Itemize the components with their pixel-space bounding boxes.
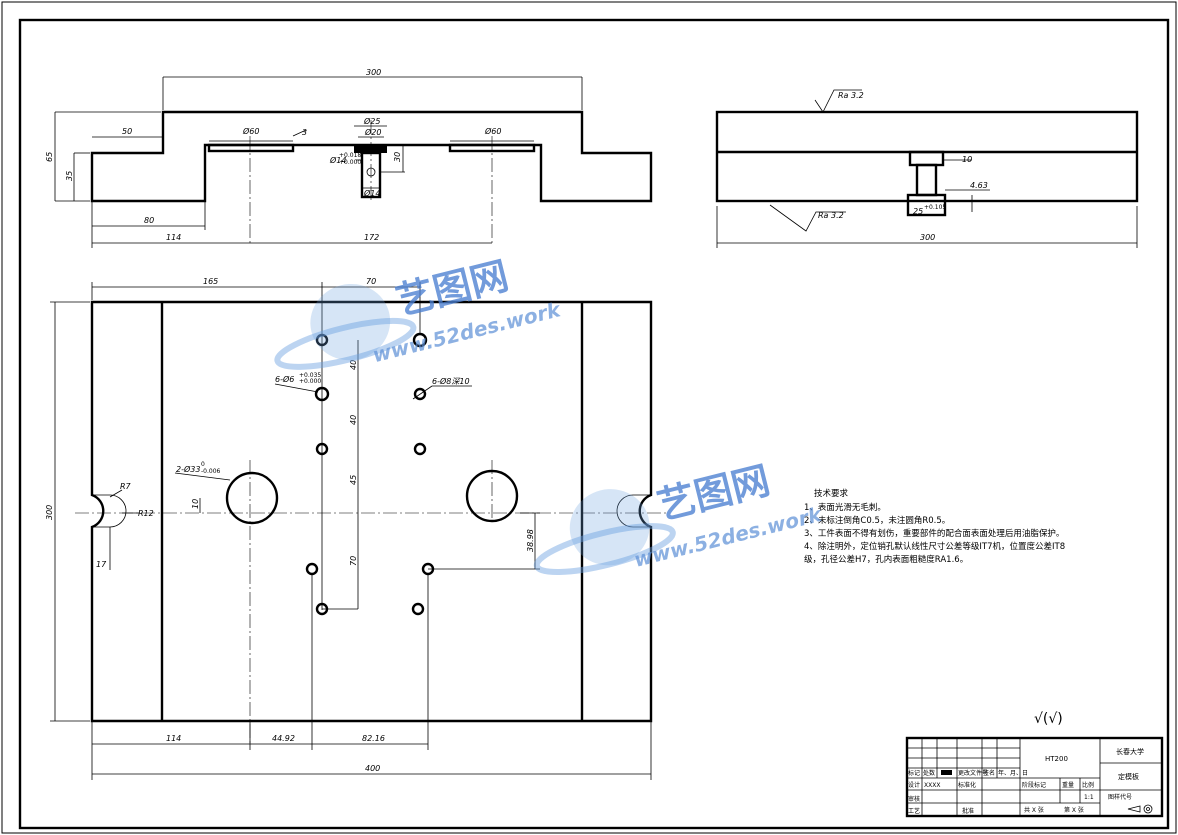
dim-pocket-left: Ø60 <box>242 126 259 136</box>
inner-frame <box>18 18 1170 830</box>
tb-stage: 阶段标记 <box>1022 781 1046 789</box>
side-dim-10: 10 <box>962 155 972 164</box>
tb-label-mark: 标记 <box>908 769 920 777</box>
dim-counterbore: Ø25 <box>363 116 380 126</box>
tb-process: 工艺 <box>908 807 920 815</box>
notes-line-4: 4、除注明外，定位销孔默认线性尺寸公差等级IT7机，位置度公差IT8 <box>804 541 1065 552</box>
dim-pocket-right: Ø60 <box>484 126 501 136</box>
dim-pin-fit-tol-upper: +0.018 <box>339 152 361 159</box>
notes-line-3: 3、工件表面不得有划伤，重要部件的配合面表面处理后用油脂保护。 <box>804 528 1064 539</box>
plan-dim-10: 10 <box>191 499 200 509</box>
plan-dim-45: 45 <box>349 475 358 485</box>
side-view: 300 Ra 3.2 Ra 3.2 10 4.63 25 +0.105 <box>715 89 1139 248</box>
tb-label-date: 年、月、日 <box>998 769 1028 777</box>
side-dim-25: 25 <box>913 207 923 216</box>
side-dim-300: 300 <box>920 233 935 242</box>
tb-designer: XXXX <box>924 782 940 789</box>
holes-spec-b: 6-Ø8深10 <box>432 376 470 386</box>
holes-spec-a-tol-lower: +0.000 <box>299 378 321 385</box>
roughness-top: Ra 3.2 <box>838 91 864 100</box>
technical-notes: 技术要求 1、表面光滑无毛刺。 2、未标注倒角C0.5，未注圆角R0.5。 3、… <box>804 488 1065 565</box>
notes-line-5: 级，孔径公差H7，孔内表面粗糙度RA1.6。 <box>804 554 968 565</box>
holes-spec-a-tol-upper: +0.035 <box>299 372 321 379</box>
tb-material: HT200 <box>1045 755 1068 763</box>
dim-172: 172 <box>364 233 379 242</box>
plan-dim-40b: 40 <box>349 415 358 425</box>
front-view: 300 65 35 50 Ø60 3 Ø60 Ø25 Ø20 Ø14 +0.01… <box>45 68 653 248</box>
plan-dim-38-98: 38.98 <box>526 529 535 552</box>
tb-sheet-no: 第 X 张 <box>1064 806 1084 814</box>
plan-dim-165: 165 <box>203 277 218 286</box>
side-dim-25-tol: +0.105 <box>924 204 946 211</box>
watermark-2: 艺图网 www.52des.work <box>533 458 826 576</box>
plan-dim-82-16: 82.16 <box>362 734 385 743</box>
notes-line-2: 2、未标注倒角C0.5，未注圆角R0.5。 <box>804 515 950 526</box>
dim-counterbore-inner: Ø20 <box>364 127 381 137</box>
tb-approve: 批准 <box>962 807 974 815</box>
dim-35: 35 <box>65 171 74 181</box>
general-roughness: √(√) <box>1034 711 1063 727</box>
plan-dim-44-92: 44.92 <box>272 734 295 743</box>
roughness-bottom: Ra 3.2 <box>818 211 844 220</box>
plan-dim-300-left: 300 <box>45 505 54 520</box>
tb-sheets: 共 X 张 <box>1024 806 1044 814</box>
big-hole-tol-lower: -0.006 <box>201 468 221 475</box>
plan-dim-40a: 40 <box>349 360 358 370</box>
dim-300-top: 300 <box>366 68 381 77</box>
plan-dim-114: 114 <box>166 734 181 743</box>
plan-dim-70-v: 70 <box>349 556 358 566</box>
tb-label-count: 处数 <box>923 769 935 777</box>
plan-r12: R12 <box>138 509 154 518</box>
tb-scale-value: 1:1 <box>1084 794 1094 801</box>
tb-scale: 比例 <box>1082 781 1094 789</box>
dim-pin-fit-tol-lower: +0.000 <box>339 159 361 166</box>
projection-symbol <box>1127 804 1153 814</box>
dim-bottom-hole: Ø14 <box>363 188 380 198</box>
plan-view: 165 70 300 40 40 45 70 10 38.98 6-Ø6 +0.… <box>45 277 668 780</box>
watermark-1: 艺图网 www.52des.work <box>274 253 564 370</box>
tb-school: 长春大学 <box>1116 747 1144 756</box>
dim-3: 3 <box>302 128 307 137</box>
big-hole-spec: 2-Ø33 <box>176 464 200 474</box>
plan-17: 17 <box>96 560 107 569</box>
side-dim-4-63: 4.63 <box>970 181 988 190</box>
tb-label-change: 更改文件号 <box>958 769 988 777</box>
tb-standard: 标准化 <box>958 781 976 789</box>
dim-80: 80 <box>144 216 154 225</box>
dim-pin-fit: Ø14 <box>329 155 346 165</box>
notes-title: 技术要求 <box>814 488 849 499</box>
tb-part-name: 定模板 <box>1118 772 1139 781</box>
big-hole-tol-upper: 0 <box>201 461 205 468</box>
title-block: 标记 处数 更改文件号 签名 年、月、日 设计 XXXX 标准化 审核 工艺 批… <box>905 736 1164 818</box>
notes-line-1: 1、表面光滑无毛刺。 <box>804 502 886 513</box>
plan-r7: R7 <box>120 482 132 491</box>
plan-dim-70-top: 70 <box>366 277 376 286</box>
tb-design: 设计 <box>908 781 920 789</box>
dim-114-front: 114 <box>166 233 181 242</box>
plan-dim-400: 400 <box>365 764 380 773</box>
holes-spec-a: 6-Ø6 <box>275 374 294 384</box>
tb-drawing-no: 图样代号 <box>1108 793 1132 801</box>
dim-pin-depth: 30 <box>393 152 402 162</box>
tb-check: 审核 <box>908 795 920 803</box>
dim-65: 65 <box>45 152 54 162</box>
tb-weight: 重量 <box>1062 781 1074 789</box>
tb-label-sign: 签名 <box>983 769 995 777</box>
dim-50: 50 <box>122 127 132 136</box>
